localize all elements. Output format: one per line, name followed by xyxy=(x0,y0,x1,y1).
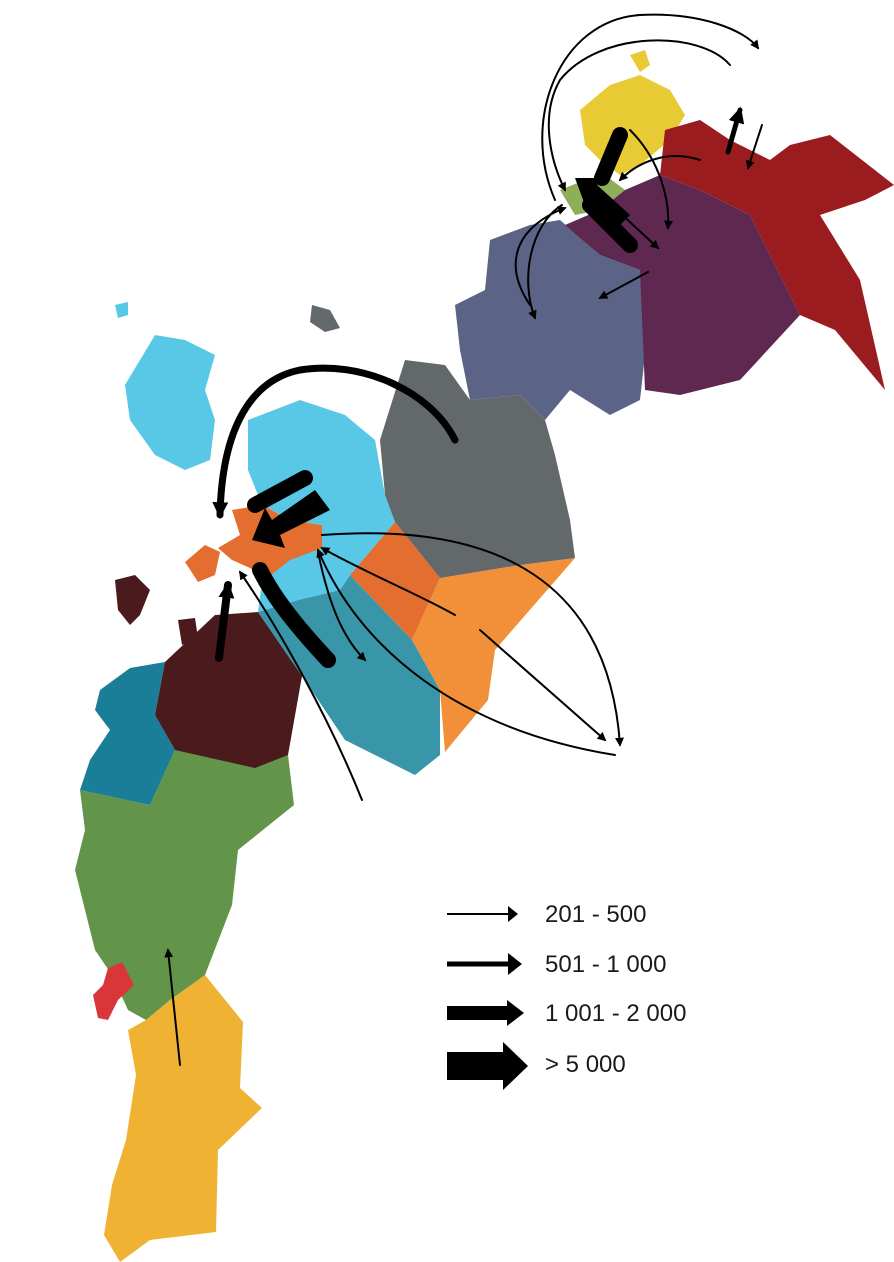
flow-arrow-very-thick xyxy=(575,178,630,235)
region-dark-maroon xyxy=(155,612,302,768)
region-central-grey xyxy=(310,305,340,332)
region-south-green xyxy=(75,750,294,1020)
flow-arrow-thin xyxy=(316,548,616,756)
legend-item-1001-2000: 1 001 - 2 000 xyxy=(447,1000,686,1027)
region-south-red-islet xyxy=(93,962,134,1020)
legend-item-201-500: 201 - 500 xyxy=(447,901,646,928)
region-coastal-teal xyxy=(80,662,175,805)
flow-arrow-thin xyxy=(547,39,731,192)
flow-arrow-thin xyxy=(320,547,456,616)
flow-arrow-thick xyxy=(247,470,313,513)
flow-arrow-medium xyxy=(212,364,459,519)
flow-arrow-thick xyxy=(594,127,628,186)
region-city-core-orange xyxy=(350,522,440,640)
flow-arrow-thin xyxy=(479,629,607,742)
flow-arrow-thin xyxy=(629,129,673,230)
legend: 201 - 500 501 - 1 000 1 001 - 2 000 > 5 … xyxy=(447,901,686,1090)
legend-label-over-5000: > 5 000 xyxy=(545,1051,626,1078)
flow-arrow-thin xyxy=(745,124,763,170)
flow-arrow-thin xyxy=(541,13,760,201)
region-dark-maroon xyxy=(115,575,150,625)
flow-arrow-thin xyxy=(317,551,367,662)
legend-label-501-1000: 501 - 1 000 xyxy=(545,951,666,978)
legend-item-501-1000: 501 - 1 000 xyxy=(447,951,666,978)
legend-item-over-5000: > 5 000 xyxy=(447,1042,626,1090)
flow-arrow-thin xyxy=(618,155,701,182)
region-north-islands-yellow xyxy=(630,50,650,72)
region-southern-gold xyxy=(104,975,262,1262)
region-west-islands-lightblue xyxy=(125,335,215,470)
region-west-islands-lightblue xyxy=(115,302,128,318)
flow-arrow-thick xyxy=(252,562,336,668)
region-north-slate xyxy=(455,220,650,420)
legend-label-201-500: 201 - 500 xyxy=(545,901,646,928)
regions-layer xyxy=(75,50,894,1262)
flow-arrow-medium xyxy=(725,106,745,155)
flow-arrow-medium xyxy=(215,581,235,662)
region-inland-orange xyxy=(412,558,575,752)
flow-arrow-thin xyxy=(514,206,567,306)
flow-arrow-very-thick xyxy=(252,490,330,548)
flow-arrow-thin xyxy=(238,570,363,801)
region-city-core-orange xyxy=(185,545,220,582)
region-dark-maroon xyxy=(178,618,198,645)
flow-arrow-thin xyxy=(321,532,624,747)
legend-label-1001-2000: 1 001 - 2 000 xyxy=(545,1000,686,1027)
region-central-grey xyxy=(380,360,575,578)
region-far-northeast xyxy=(660,120,894,390)
flow-arrow-thin xyxy=(164,948,181,1066)
flow-arrow-thin xyxy=(598,271,649,299)
